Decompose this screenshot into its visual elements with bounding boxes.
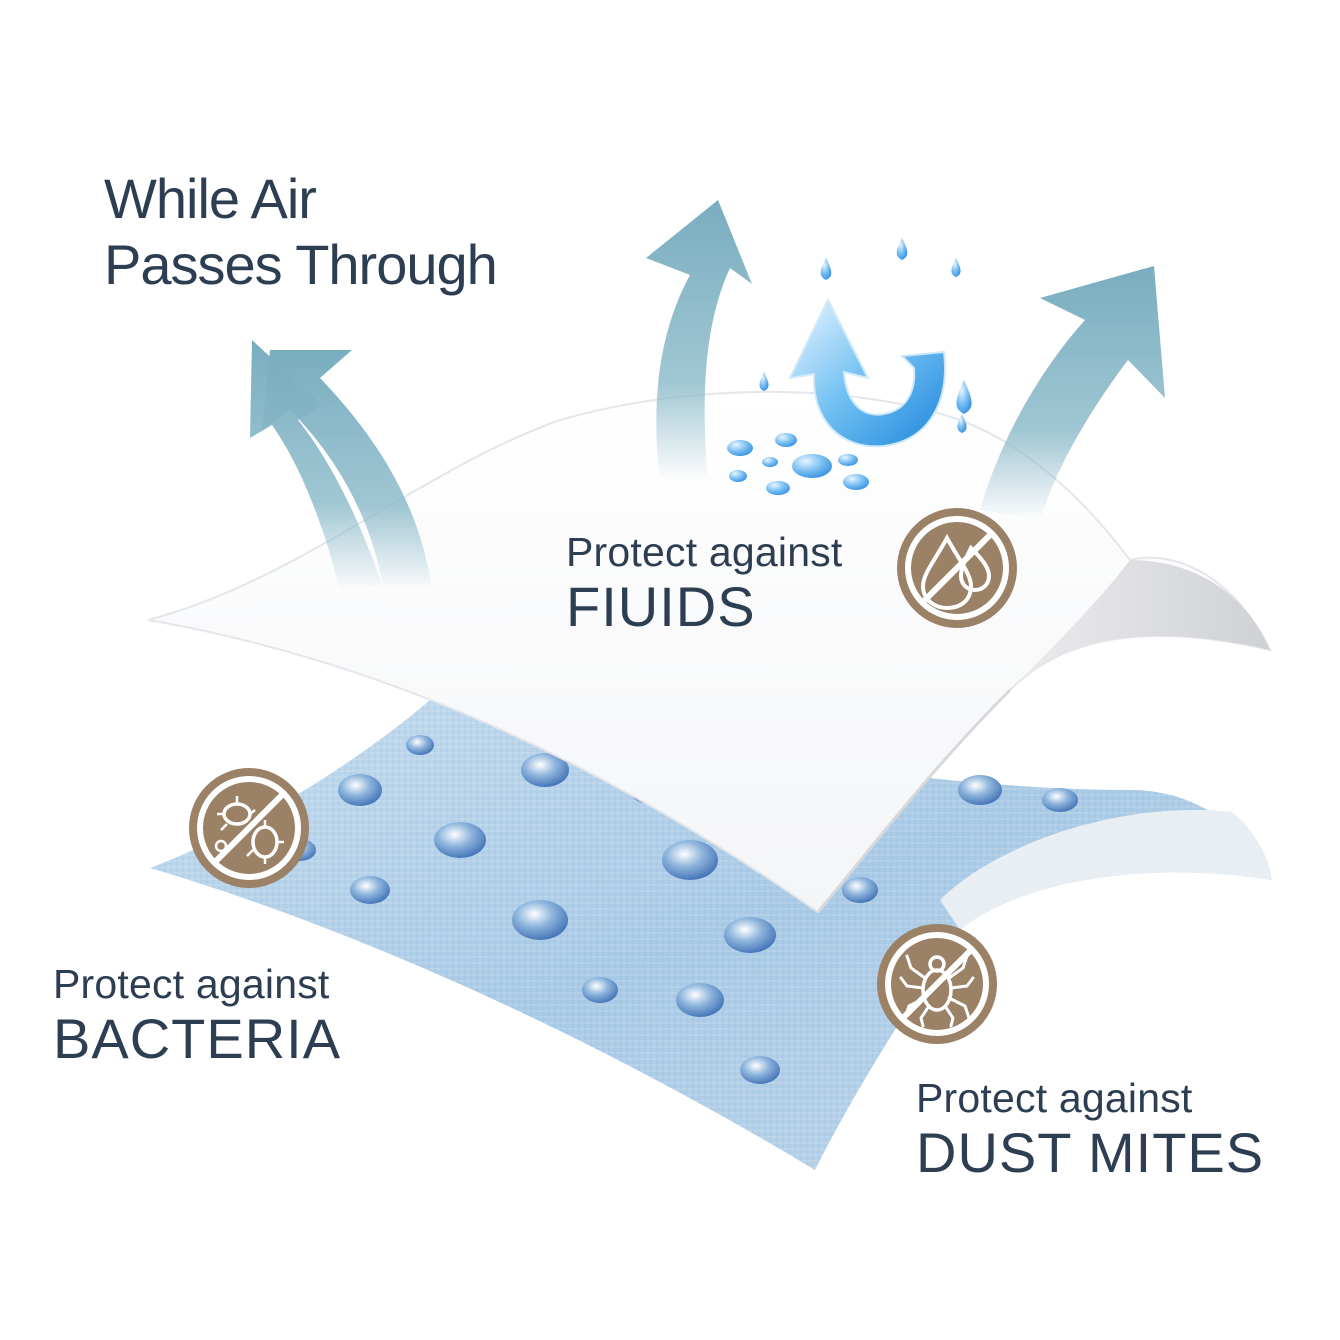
caption-fluids-subject: FIUIDS bbox=[566, 575, 756, 638]
water-beads bbox=[284, 735, 1078, 1084]
caption-bacteria: Protect against BACTERIA bbox=[53, 960, 341, 1070]
air-arrow-right-icon bbox=[980, 266, 1165, 520]
air-arrow-middle-icon bbox=[646, 200, 752, 480]
water-repel-arrow-icon bbox=[727, 238, 972, 495]
caption-dust-mites-subject: DUST MITES bbox=[916, 1121, 1265, 1184]
air-arrows bbox=[250, 200, 1165, 590]
fabric-layer bbox=[150, 700, 1272, 1170]
air-arrow-left-icon bbox=[250, 340, 432, 590]
caption-fluids: Protect against FIUIDS bbox=[566, 528, 843, 638]
headline: While Air Passes Through bbox=[104, 166, 498, 298]
caption-fluids-prefix: Protect against bbox=[566, 529, 843, 575]
caption-bacteria-prefix: Protect against bbox=[53, 961, 330, 1007]
caption-bacteria-subject: BACTERIA bbox=[53, 1007, 342, 1070]
no-water-drop-icon bbox=[897, 508, 1017, 628]
no-dust-mite-icon bbox=[877, 924, 997, 1044]
headline-line-2: Passes Through bbox=[104, 233, 498, 296]
water-droplets bbox=[727, 238, 972, 495]
caption-dust-mites: Protect against DUST MITES bbox=[916, 1074, 1264, 1184]
caption-dust-mites-prefix: Protect against bbox=[916, 1075, 1193, 1121]
no-bacteria-icon bbox=[189, 768, 309, 888]
headline-line-1: While Air bbox=[104, 167, 317, 230]
